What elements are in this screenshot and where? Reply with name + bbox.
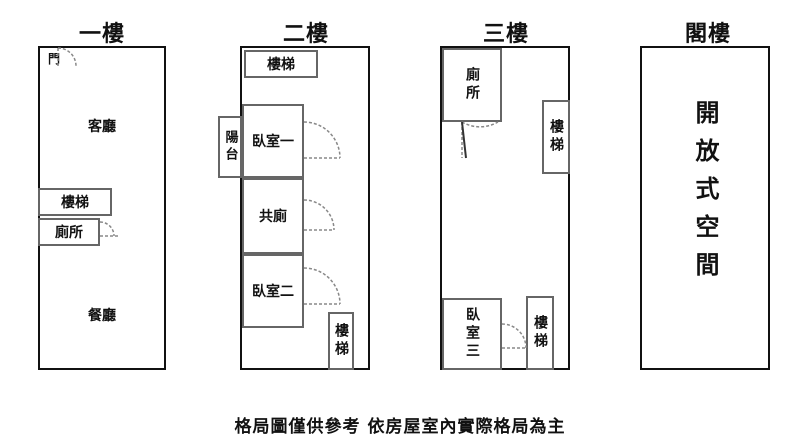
floor-1-toilet-door	[99, 221, 120, 237]
floor-3-toilet-door	[461, 121, 499, 158]
floor-3-bedroom-3: 臥室三	[442, 298, 502, 370]
floor-2-shared-bath: 共廁	[242, 178, 304, 254]
floor-2-bedroom-1: 臥室一	[242, 104, 304, 178]
floor-2-stairs-top: 樓梯	[244, 50, 318, 78]
disclaimer-footer: 格局圖僅供參考 依房屋室內實際格局為主	[234, 417, 566, 437]
floor-1-stairs: 樓梯	[38, 188, 112, 216]
floor-2-stairs-bottom-label: 樓梯	[333, 323, 349, 359]
floor-1-door-label: 門	[48, 52, 61, 66]
floor-2-stairs-bottom: 樓梯	[328, 312, 354, 370]
floor-2-bedroom-2-door	[303, 267, 341, 305]
floor-3-toilet-door-leaf	[461, 121, 467, 159]
floor-3-stairs-right-label: 樓梯	[548, 119, 564, 155]
floor-2-title: 二樓	[282, 22, 329, 47]
attic-open-space: 開放式空間	[691, 100, 719, 290]
floor-2-bedroom-2: 臥室二	[242, 254, 304, 328]
attic-outline	[640, 46, 770, 370]
floor-3-stairs-bottom-label: 樓梯	[532, 315, 548, 351]
floor-2-bedroom-1-door	[303, 121, 341, 159]
floor-3-stairs-right: 樓梯	[542, 100, 570, 174]
floor-2-balcony-label: 陽台	[222, 130, 238, 164]
floor-3-toilet-label: 廁所	[464, 67, 480, 103]
floor-3-toilet: 廁所	[442, 48, 502, 122]
attic-title: 閣樓	[684, 22, 731, 47]
floor-1-living-room: 客廳	[88, 119, 116, 135]
floor-1-title: 一樓	[78, 22, 125, 47]
floor-2-balcony: 陽台	[218, 116, 242, 178]
floor-1-main-door	[57, 47, 77, 67]
floor-1-dining-room: 餐廳	[88, 308, 116, 324]
floor-3-title: 三樓	[482, 22, 529, 47]
floor-3-stairs-bottom: 樓梯	[526, 296, 554, 370]
floor-2-bath-door	[303, 199, 335, 231]
floor-3-bedroom-3-door	[501, 323, 527, 349]
floor-1-toilet: 廁所	[38, 218, 100, 246]
floor-3-bedroom-3-label: 臥室三	[464, 307, 480, 361]
